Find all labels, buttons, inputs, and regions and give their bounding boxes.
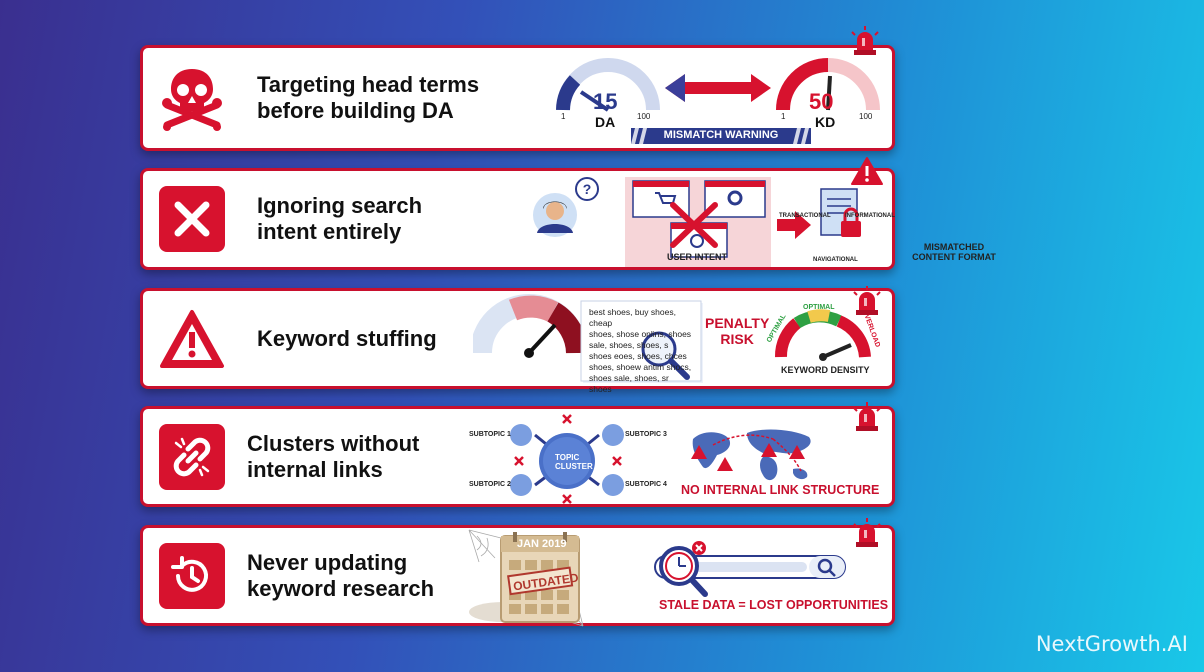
mistake-title: Clusters without internal links <box>247 430 420 482</box>
siren-icon <box>848 26 882 56</box>
subtopic-4: SUBTOPIC 4 <box>625 481 667 488</box>
da-scale-min: 1 <box>561 112 566 121</box>
da-scale-max: 100 <box>637 112 651 121</box>
subtopic-1: SUBTOPIC 1 <box>469 431 511 438</box>
intent-transactional: TRANSACTIONAL <box>779 213 831 219</box>
warning-triangle-icon <box>157 304 227 374</box>
mistake-title: Never updating keyword research <box>247 549 435 601</box>
penalty-risk-label: PENALTY RISK <box>705 315 770 347</box>
siren-icon <box>850 518 884 548</box>
mistake-title: Ignoring search intent entirely <box>257 193 423 244</box>
user-intent-label: USER INTENT <box>667 252 728 262</box>
skull-crossbones-icon <box>157 63 227 133</box>
siren-icon <box>850 286 884 316</box>
kd-scale-min: 1 <box>781 112 786 121</box>
brand-watermark: NextGrowth.AI <box>1035 632 1188 656</box>
intent-navigational: NAVIGATIONAL <box>813 257 858 263</box>
mistake-card-clusters: Clusters without internal links <box>140 406 895 507</box>
topic-cluster-visual: TOPIC CLUSTER SUBTOPIC 1 SUBTOPIC 3 SUBT… <box>463 409 893 504</box>
kd-scale-max: 100 <box>859 112 873 121</box>
mistake-card-search-intent: Ignoring search intent entirely ? <box>140 168 996 270</box>
da-kd-mismatch-visual: 15 DA 50 KD 1 100 1 100 MISMATCH WARNING <box>553 48 893 148</box>
keyword-density-label: KEYWORD DENSITY <box>781 365 870 375</box>
warning-badge-icon <box>850 156 884 186</box>
svg-text:?: ? <box>583 181 592 197</box>
da-label: DA <box>595 114 616 130</box>
history-clock-icon <box>159 542 225 609</box>
topic-cluster-hub: TOPIC CLUSTER <box>555 453 593 471</box>
subtopic-3: SUBTOPIC 3 <box>625 431 667 438</box>
search-intent-visual: ? USER INTENT TRANSACTIONAL INFORMATIONA… <box>515 171 996 267</box>
kd-value: 50 <box>809 89 834 114</box>
subtopic-2: SUBTOPIC 2 <box>469 481 511 488</box>
siren-icon <box>850 402 884 432</box>
calendar-date: JAN 2019 <box>517 538 567 550</box>
optimal-label: OPTIMAL <box>803 304 835 311</box>
mistake-card-keyword-stuffing: Keyword stuffing best shoes, buy shoes, <box>140 288 895 394</box>
mistake-card-keyword-research: Never updating keyword research <box>140 525 895 627</box>
intent-informational: INFORMATIONAL <box>845 213 895 219</box>
mismatch-warning-label: MISMATCH WARNING <box>663 129 779 141</box>
mistake-title: Keyword stuffing <box>257 325 437 351</box>
kd-label: KD <box>815 114 836 130</box>
da-value: 15 <box>593 89 618 114</box>
stuffed-document-text: best shoes, buy shoes, cheap shoes, shos… <box>589 307 692 394</box>
no-internal-link-caption: NO INTERNAL LINK STRUCTURE <box>681 483 880 497</box>
stale-data-caption: STALE DATA = LOST OPPORTUNITIES <box>659 598 889 612</box>
mistake-title: Targeting head terms before building DA <box>257 72 480 123</box>
mistake-card-head-terms: Targeting head terms before building DA … <box>140 45 895 151</box>
outdated-research-visual: JAN 2019 OUTDATED STALE DATA = LOST OPPO… <box>465 528 893 627</box>
broken-link-icon <box>159 423 225 490</box>
mismatch-format-label: MISMATCHED CONTENT FORMAT <box>912 242 996 262</box>
x-mark-icon <box>159 186 225 252</box>
keyword-stuffing-visual: best shoes, buy shoes, cheap shoes, shos… <box>473 291 893 394</box>
